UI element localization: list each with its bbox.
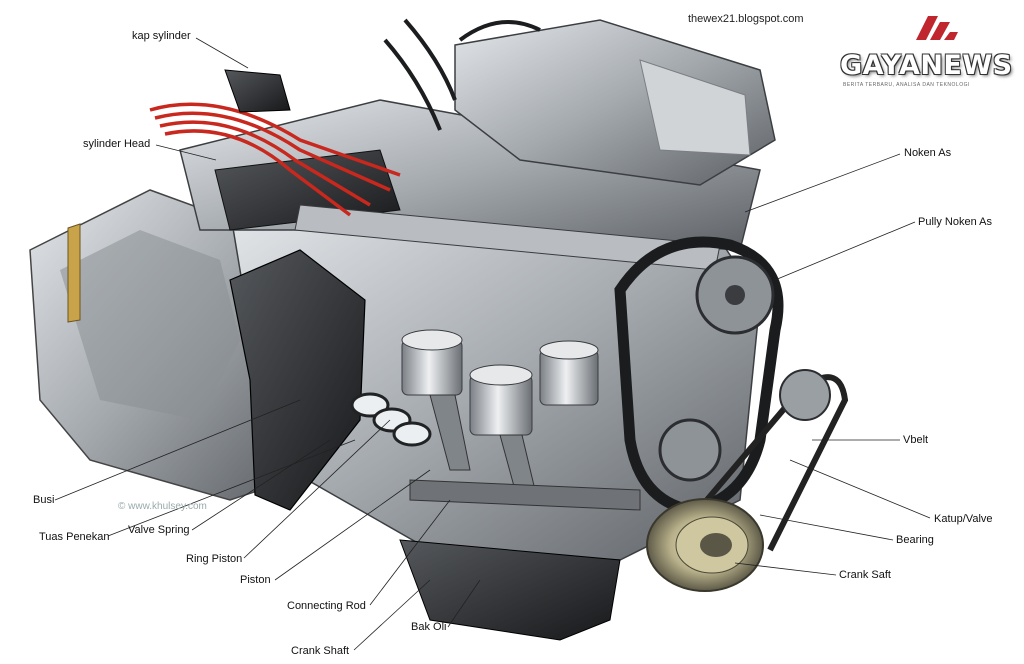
label-pully-noken-as: Pully Noken As [918, 216, 992, 228]
spark-plug-wires [149, 102, 401, 217]
leader-line-ring-piston [243, 419, 391, 559]
leader-line-crank-saft [734, 562, 837, 576]
label-bearing: Bearing [896, 534, 934, 546]
label-piston: Piston [240, 574, 271, 586]
label-kap-sylinder: kap sylinder [132, 30, 191, 42]
label-connecting-rod: Connecting Rod [287, 600, 366, 612]
leader-line-noken-as [744, 153, 901, 213]
copyright-notice: © www.khulsey.com [118, 501, 207, 512]
brand-logo-icon [916, 16, 958, 40]
label-sylinder-head: sylinder Head [83, 138, 151, 150]
label-crank-saft: Crank Saft [839, 569, 891, 581]
leader-line-bearing [759, 514, 894, 541]
label-bak-oli: Bak Oli [411, 621, 447, 633]
exhaust-ports [350, 392, 432, 447]
leader-line-kap-sylinder [195, 37, 249, 69]
source-url: thewex21.blogspot.com [688, 13, 804, 25]
leader-line-connecting-rod [369, 499, 451, 606]
leader-line-busi [54, 399, 301, 501]
oil-pan [399, 539, 621, 641]
brand-title: GAYANEWS [840, 50, 1013, 81]
label-vbelt: Vbelt [903, 434, 929, 446]
leader-line-tuas-penekan [107, 439, 356, 537]
leader-line-piston [274, 469, 431, 581]
timing-belt [614, 236, 784, 516]
label-tuas-penekan: Tuas Penekan [39, 531, 110, 543]
label-katup-valve: Katup/Valve [934, 513, 993, 525]
leader-line-bak-oli [447, 579, 481, 628]
label-noken-as: Noken As [904, 147, 952, 159]
leader-line-pully-noken-as [774, 221, 916, 281]
label-crank-shaft: Crank Shaft [291, 645, 350, 657]
leader-line-sylinder-head [155, 144, 217, 161]
leader-line-valve-spring [191, 439, 331, 531]
label-valve-spring: Valve Spring [128, 524, 190, 536]
label-busi: Busi [33, 494, 55, 506]
timing-cover [229, 249, 366, 511]
leader-line-katup-valve [789, 459, 931, 519]
leader-line-crank-shaft [353, 579, 431, 651]
pistons [401, 329, 599, 436]
brand-tagline: BERITA TERBARU, ANALISA DAN TEKNOLOGI [843, 82, 970, 88]
label-ring-piston: Ring Piston [186, 553, 243, 565]
